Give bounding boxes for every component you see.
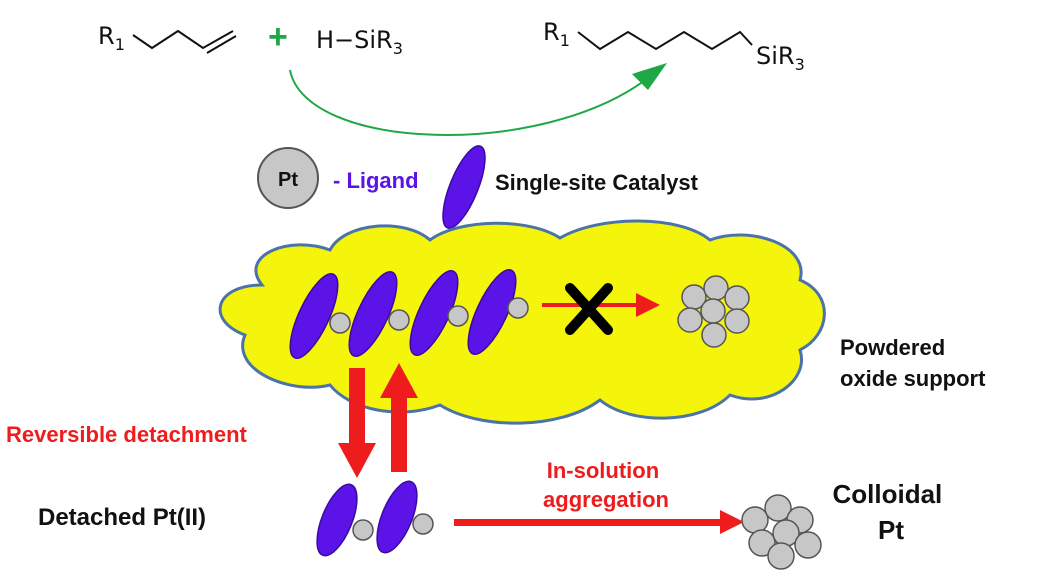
surface-ligand <box>289 273 339 359</box>
colloidal-pt-cluster <box>741 494 822 570</box>
detached-pt-atom <box>352 519 374 541</box>
surface-pt-atom <box>388 309 410 331</box>
surface-ligand <box>467 269 517 355</box>
colloidal-pt-label: Colloidal Pt <box>832 479 949 545</box>
reactant-r-group: R1 <box>98 22 125 54</box>
alkene-double-bond <box>206 35 237 54</box>
plus-sign: + <box>268 18 288 56</box>
product-silyl-group: SiR3 <box>756 42 805 74</box>
reaction-arrowhead <box>632 63 667 90</box>
surface-ligand <box>348 271 398 357</box>
reaction-arrow <box>289 69 649 136</box>
surface-pt-cluster <box>677 275 750 348</box>
catalyst-label: Single-site Catalyst <box>495 170 699 195</box>
product-skeleton <box>577 30 753 51</box>
product-r-group: R1 <box>543 18 570 50</box>
detachment-arrow-down <box>338 368 376 478</box>
oxide-support-cloud <box>218 219 826 425</box>
ligand-legend-icon <box>442 145 486 229</box>
detached-ligand <box>376 480 418 554</box>
detached-ligand <box>316 483 358 557</box>
surface-pt-atom <box>507 297 529 319</box>
silane-reagent: H−SiR3 <box>316 26 403 58</box>
pt-atom-label: Pt <box>278 169 298 191</box>
surface-pt-atom <box>447 305 469 327</box>
reattachment-arrow-up <box>380 363 418 472</box>
reactant-alkene: R1 <box>98 22 237 54</box>
surface-ligand <box>409 270 459 356</box>
detached-pt-label: Detached Pt(II) <box>38 504 206 531</box>
legend: Pt - Ligand Single-site Catalyst <box>257 145 699 229</box>
support-label: Powdered oxide support <box>840 335 986 391</box>
ligand-legend-label: - Ligand <box>333 168 419 193</box>
aggregation-arrow <box>454 510 744 534</box>
aggregation-label: In-solution aggregation <box>543 458 669 512</box>
reversible-detachment-label: Reversible detachment <box>6 422 248 447</box>
pt-atom-icon <box>257 147 319 209</box>
alkene-skeleton <box>132 29 234 50</box>
surface-pt-atom <box>329 312 351 334</box>
product-alkylsilane: R1 SiR3 <box>543 18 805 74</box>
blocked-cross-icon <box>565 283 613 335</box>
detached-pt-atom <box>412 513 434 535</box>
